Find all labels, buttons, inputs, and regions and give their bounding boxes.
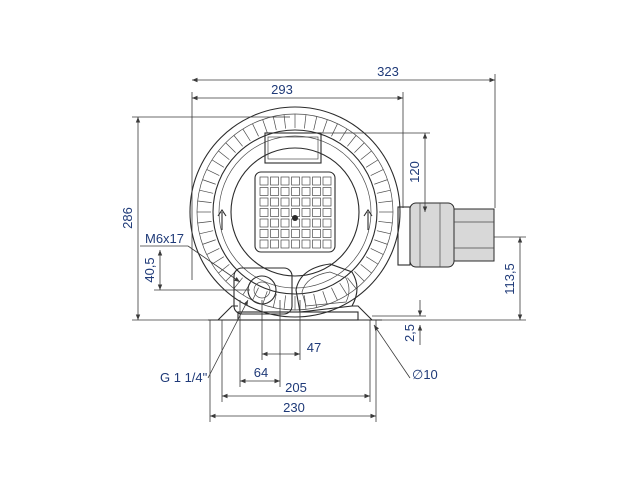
dim-2-5-label: 2,5: [402, 324, 417, 342]
dim-64-label: 64: [254, 365, 268, 380]
side-silencer: [397, 202, 495, 268]
dim-dia10-label: ∅10: [412, 367, 438, 382]
dim-40-5-label: 40,5: [142, 257, 157, 282]
port-fittings: [233, 263, 359, 321]
base-feet: [208, 305, 382, 321]
dim-47-label: 47: [307, 340, 321, 355]
thread-g114-label: G 1 1/4": [160, 370, 208, 385]
cooling-fins: [197, 114, 393, 310]
fan-grille: [259, 176, 332, 249]
dim-286-label: 286: [120, 207, 135, 229]
dim-120-label: 120: [407, 161, 422, 183]
dim-113-5-label: 113,5: [502, 263, 517, 295]
dimension-lines: [132, 74, 526, 422]
blower-housing: [189, 106, 401, 318]
dim-230-label: 230: [283, 400, 305, 415]
dim-293-label: 293: [271, 82, 293, 97]
dim-205-label: 205: [285, 380, 307, 395]
thread-m6x17-label: M6x17: [145, 231, 184, 246]
dim-323-label: 323: [377, 64, 399, 79]
